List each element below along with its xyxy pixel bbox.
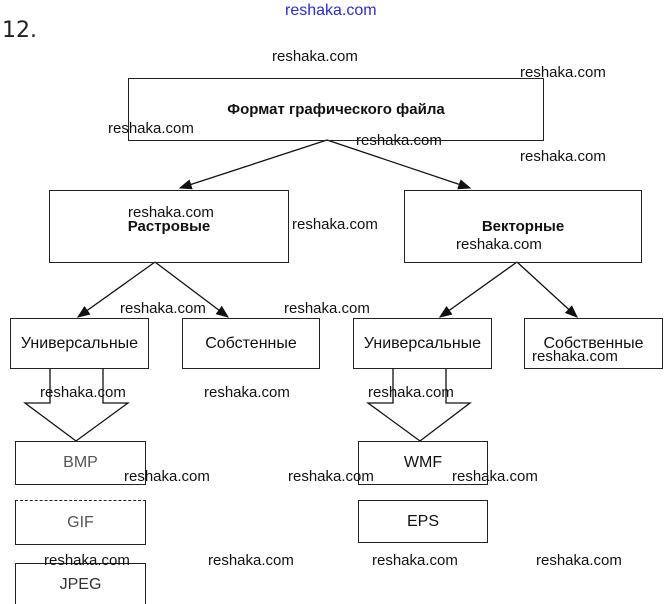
raster-box: Растровые	[49, 190, 289, 263]
arrow-vector-own	[516, 261, 578, 318]
block-arrow-raster	[23, 368, 130, 442]
arrow-raster-universal	[76, 261, 156, 318]
watermark: reshaka.com	[356, 132, 442, 149]
site-watermark-top[interactable]: reshaka.com	[285, 2, 377, 19]
watermark: reshaka.com	[208, 552, 294, 569]
watermark: reshaka.com	[44, 552, 130, 569]
vector-own-box: Собственные	[524, 318, 663, 369]
watermark: reshaka.com	[204, 384, 290, 401]
arrow-vector-universal	[438, 261, 518, 318]
watermark: reshaka.com	[532, 348, 618, 365]
watermark: reshaka.com	[128, 204, 214, 221]
vector-universal-box: Универсальные	[353, 318, 492, 369]
watermark: reshaka.com	[272, 48, 358, 65]
watermark: reshaka.com	[124, 468, 210, 485]
block-arrow-vector	[366, 368, 472, 442]
watermark: reshaka.com	[520, 148, 606, 165]
format-wmf: WMF	[358, 441, 488, 485]
format-eps: EPS	[358, 500, 488, 543]
watermark: reshaka.com	[372, 552, 458, 569]
arrow-root-vector	[326, 139, 472, 190]
format-bmp: BMP	[15, 441, 146, 485]
format-jpeg: JPEG	[15, 563, 146, 604]
root-box: Формат графического файла	[128, 78, 544, 141]
format-gif: GIF	[15, 500, 146, 545]
watermark: reshaka.com	[456, 236, 542, 253]
task-number: 12.	[2, 18, 37, 43]
watermark: reshaka.com	[536, 552, 622, 569]
raster-universal-box: Универсальные	[10, 318, 149, 369]
watermark: reshaka.com	[292, 216, 378, 233]
raster-own-box: Собстенные	[182, 318, 320, 369]
watermark: reshaka.com	[520, 64, 606, 81]
arrow-raster-own	[154, 261, 230, 318]
watermark: reshaka.com	[368, 384, 454, 401]
arrow-root-raster	[178, 139, 328, 190]
watermark: reshaka.com	[288, 468, 374, 485]
watermark: reshaka.com	[108, 120, 194, 137]
watermark: reshaka.com	[452, 468, 538, 485]
watermark: reshaka.com	[40, 384, 126, 401]
vector-box: Векторные	[404, 190, 642, 263]
watermark: reshaka.com	[284, 300, 370, 317]
watermark: reshaka.com	[120, 300, 206, 317]
